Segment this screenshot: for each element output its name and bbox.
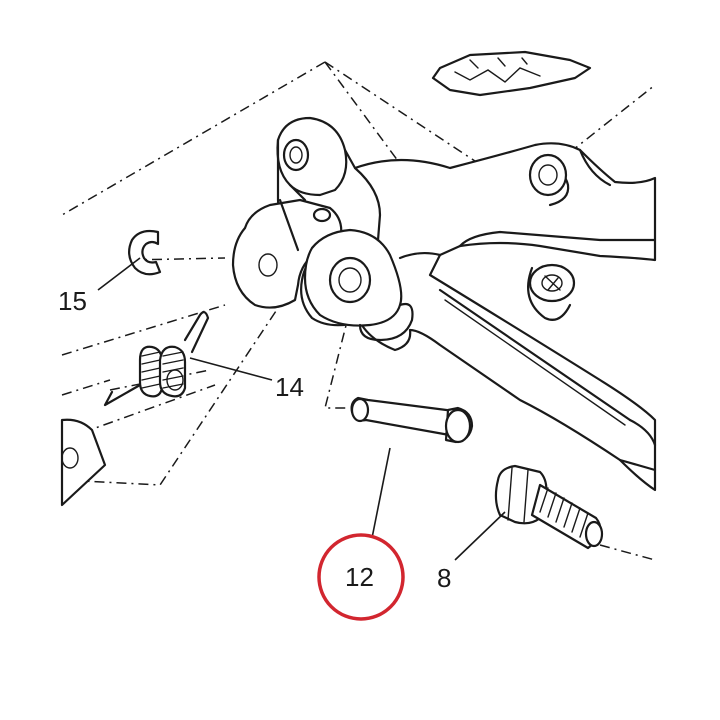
leader-14	[189, 357, 273, 381]
torsion-spring-icon	[103, 311, 210, 407]
c-clip-icon	[128, 229, 162, 276]
pivot-pin-icon	[350, 396, 474, 444]
leader-12	[371, 447, 391, 539]
callout-15: 15	[58, 286, 87, 316]
leader-8	[454, 511, 506, 561]
pivot-lug	[303, 228, 414, 342]
footrest-part	[431, 50, 592, 97]
partial-bracket-left	[60, 418, 107, 507]
side-stand-frame	[276, 116, 657, 492]
leader-15	[97, 257, 141, 291]
highlight-circle	[317, 533, 405, 621]
callout-14: 14	[275, 372, 304, 402]
pivot-bracket	[231, 198, 343, 309]
bolt-icon	[494, 464, 604, 550]
callout-12: 12	[345, 562, 374, 592]
callout-8: 8	[437, 563, 451, 593]
